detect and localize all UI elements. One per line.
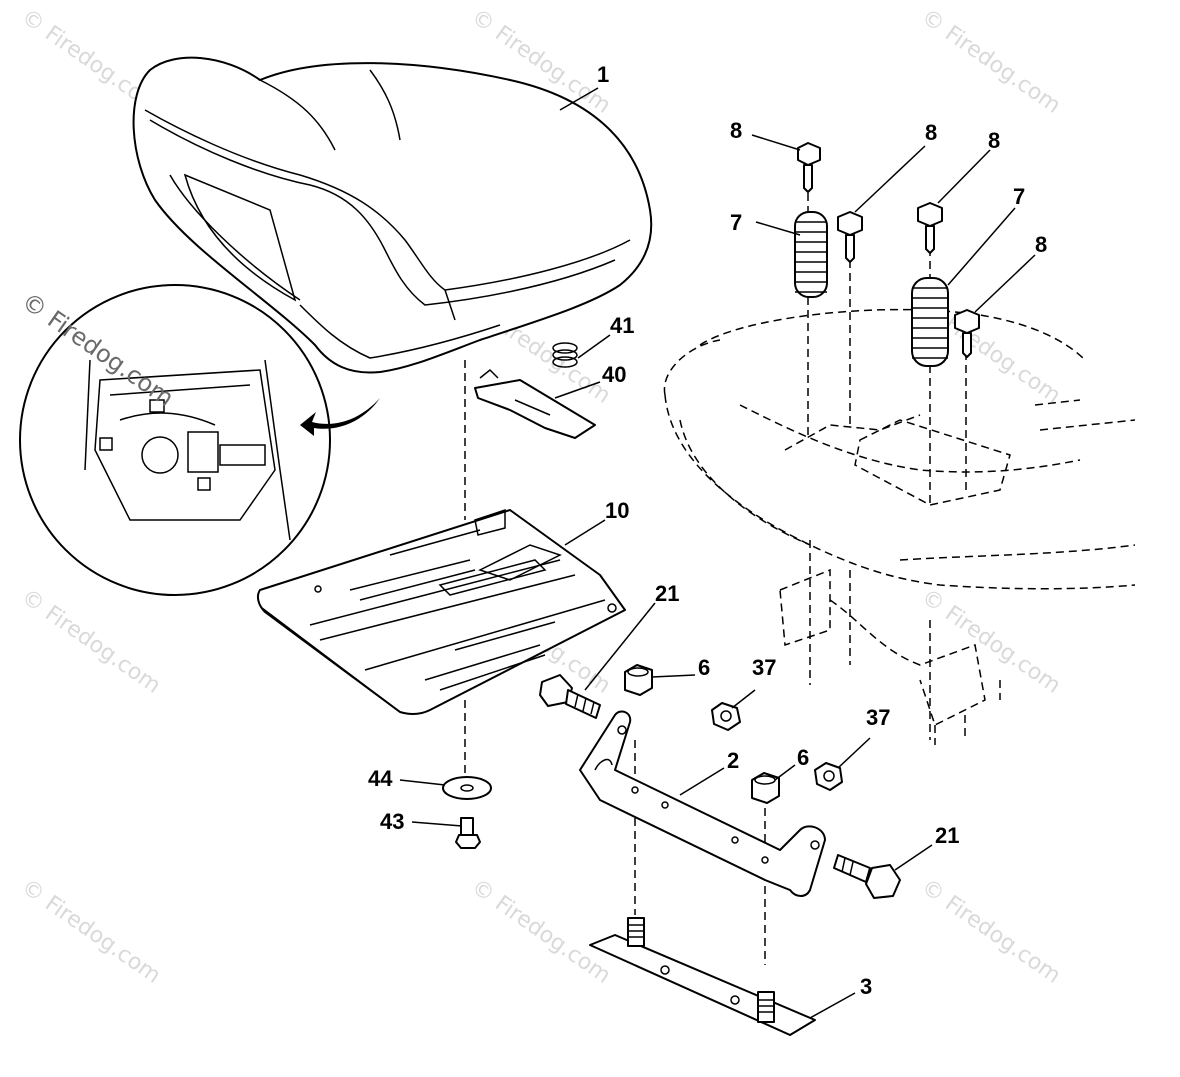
callout-label: 21 — [935, 823, 959, 848]
watermark: © Firedog.com — [917, 584, 1065, 698]
callout-label: 6 — [797, 745, 809, 770]
callout-label: 6 — [698, 655, 710, 680]
callout-label: 2 — [727, 748, 739, 773]
callout-label: 10 — [605, 498, 629, 523]
callout-label: 40 — [602, 362, 626, 387]
seat — [132, 56, 653, 374]
callout-label: 7 — [730, 210, 742, 235]
callout-labels: 1 7 8 8 8 7 8 41 40 10 21 6 37 2 6 37 21… — [368, 62, 1047, 999]
seat-pan — [256, 508, 626, 716]
leader-lines — [399, 87, 1036, 1019]
watermark: © Firedog.com — [467, 874, 615, 988]
watermark: © Firedog.com — [917, 4, 1065, 118]
callout-label: 3 — [860, 974, 872, 999]
seat-springs — [794, 211, 949, 367]
callout-label: 7 — [1013, 184, 1025, 209]
spring-41 — [552, 342, 578, 368]
callout-label: 37 — [752, 655, 776, 680]
callout-label: 41 — [610, 313, 634, 338]
latch-40 — [474, 368, 596, 439]
callout-label: 8 — [925, 120, 937, 145]
washer-bolt — [442, 776, 492, 849]
callout-label: 8 — [988, 128, 1000, 153]
mount-plate — [589, 917, 816, 1036]
watermark: © Firedog.com — [17, 874, 165, 988]
callout-label: 8 — [730, 118, 742, 143]
callout-label: 44 — [368, 766, 393, 791]
callout-label: 21 — [655, 581, 679, 606]
detail-inset: © Firedog.com — [17, 284, 380, 596]
spring-bolts — [797, 142, 980, 358]
callout-label: 43 — [380, 809, 404, 834]
callout-label: 8 — [1035, 232, 1047, 257]
watermark: © Firedog.com — [917, 874, 1065, 988]
chassis-outline — [663, 308, 1136, 745]
hardware-nuts — [624, 664, 843, 804]
watermark: © Firedog.com — [17, 584, 165, 698]
callout-label: 37 — [866, 705, 890, 730]
seat-bracket — [579, 710, 826, 897]
callout-label: 1 — [597, 62, 609, 87]
shoulder-bolts — [539, 674, 901, 899]
